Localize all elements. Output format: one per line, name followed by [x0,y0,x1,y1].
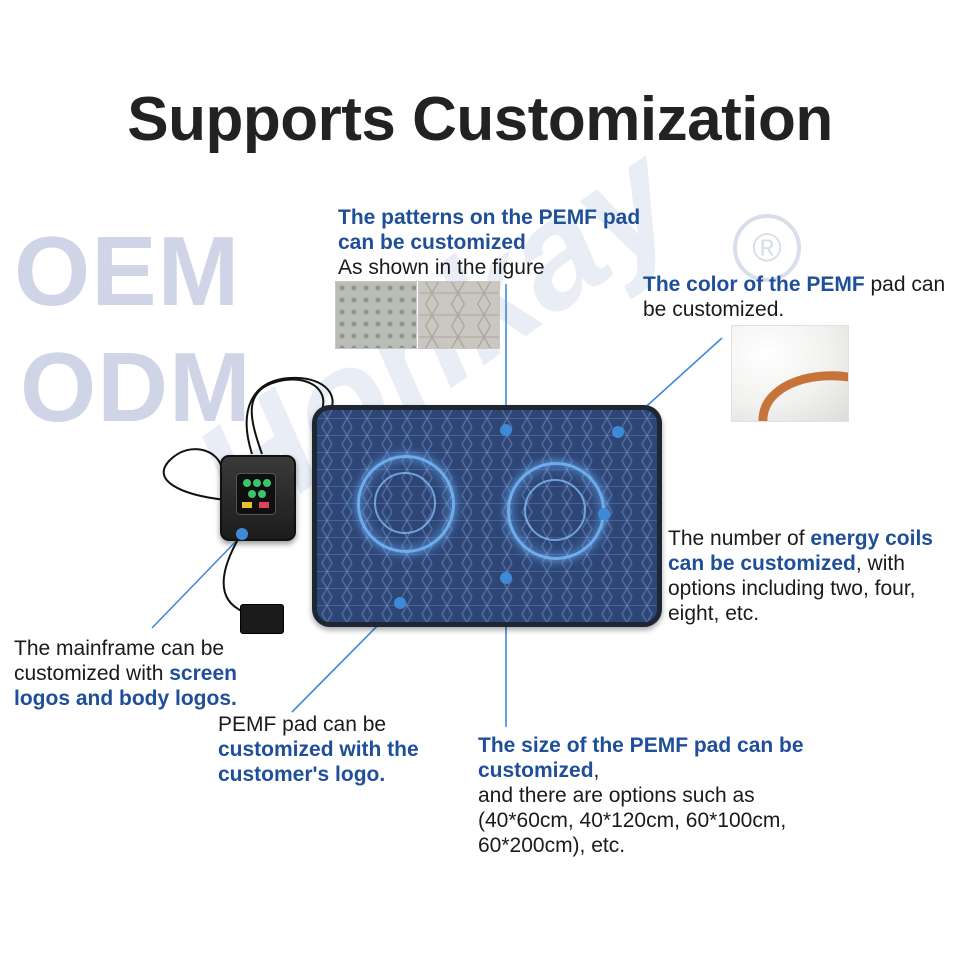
power-adapter-image [240,604,284,634]
annotation-coils: The number of energy coils can be custom… [668,526,958,626]
annotation-mainframe: The mainframe can be customized with scr… [14,636,244,711]
callout-dot-size [500,572,512,584]
controller-button-icon [243,479,251,487]
annotation-size-text: and there are options such as (40*60cm, … [478,784,787,857]
registered-mark-icon: ® [733,214,801,282]
energy-coil-right [507,462,605,560]
annotation-patterns-highlight: The patterns on the PEMF pad can be cust… [338,206,641,254]
controller-mainframe-image [220,455,296,541]
controller-indicator-icon [259,502,269,508]
controller-button-icon [253,479,261,487]
annotation-coils-text-after: , with options including two, four, eigh… [668,552,916,625]
callout-dot-logo [394,597,406,609]
annotation-mainframe-text: The mainframe can be customized with [14,637,225,685]
controller-button-icon [248,490,256,498]
dot-texture-swatch [335,281,417,349]
annotation-logo: PEMF pad can be customized with the cust… [218,712,478,787]
copper-coil-arc [751,360,848,421]
controller-button-icon [263,479,271,487]
annotation-color-highlight: The color of the PEMF [643,273,865,296]
controller-indicator-icon [242,502,252,508]
watermark-odm: ODM [20,332,252,442]
annotation-size-highlight: The size of the PEMF pad can be customiz… [478,734,804,782]
annotation-coils-highlight: energy coils can be customized [668,527,933,575]
annotation-coils-text-before: The number of [668,527,811,550]
callout-dot-patterns [500,424,512,436]
annotation-patterns-text: As shown in the figure [338,256,545,279]
annotation-size: The size of the PEMF pad can be customiz… [478,733,818,858]
controller-cables [162,376,334,613]
page-title: Supports Customization [127,85,833,154]
annotation-logo-text: PEMF pad can be [218,713,387,736]
annotation-color: The color of the PEMF pad can be customi… [643,272,953,322]
controller-button-icon [258,490,266,498]
callout-dot-coils [598,508,610,520]
callout-dot-mainframe [236,528,248,540]
controller-screen [236,473,276,515]
annotation-size-comma: , [593,759,600,782]
triangle-texture-swatch [418,281,500,349]
annotation-patterns: The patterns on the PEMF pad can be cust… [338,205,658,280]
annotation-mainframe-highlight: screen logos and body logos. [14,662,237,710]
energy-coil-left [357,455,455,553]
annotation-logo-highlight: customized with the customer's logo. [218,738,419,786]
callout-line-mainframe [151,532,245,629]
watermark-oem: OEM [14,216,241,326]
annotation-color-text: pad can be customized. [643,273,946,321]
coil-color-sample-photo [731,325,849,422]
callout-dot-color [612,426,624,438]
